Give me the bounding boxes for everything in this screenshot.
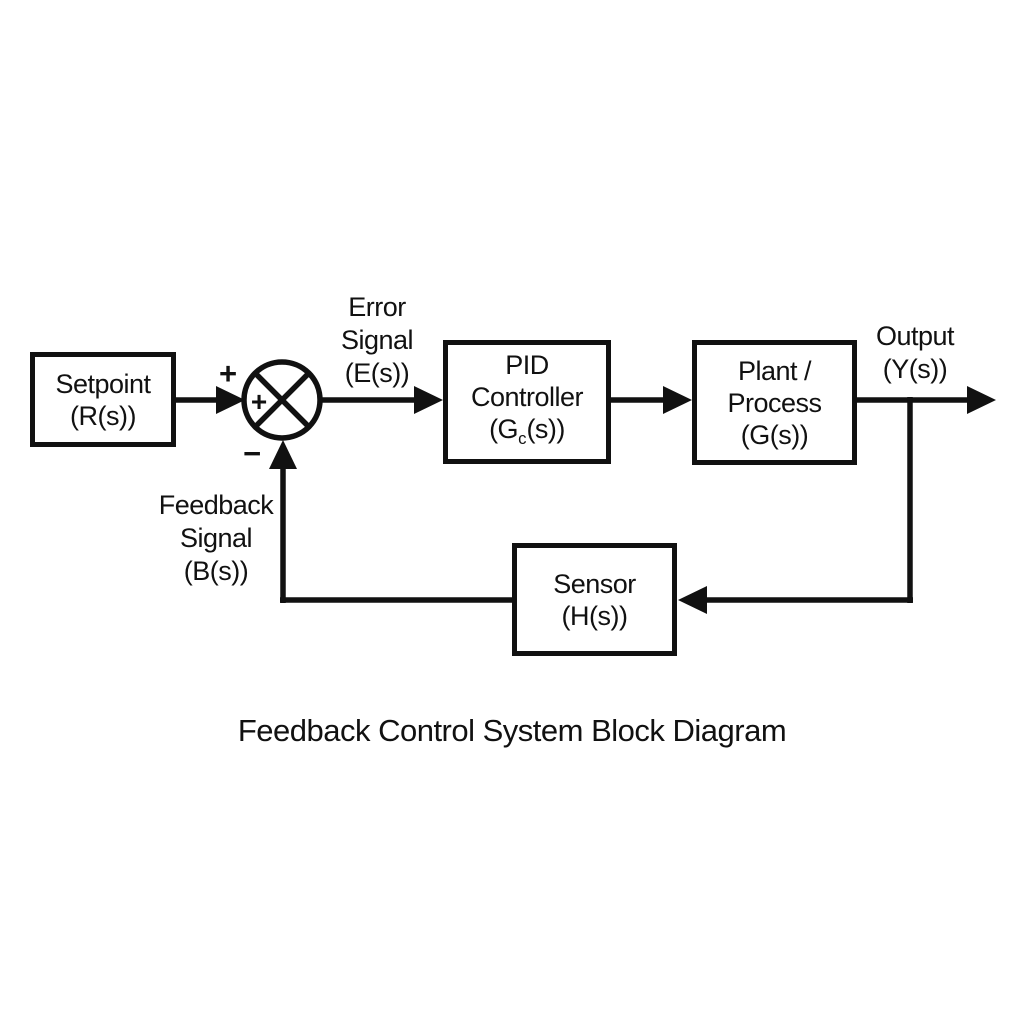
arrowhead-into-junction <box>216 386 245 414</box>
plant-block-label-line2: Process <box>727 387 822 418</box>
junction-plus-sign-inner: + <box>250 386 268 417</box>
feedback-signal-label: Feedback Signal (B(s)) <box>158 490 274 586</box>
summing-junction-cross <box>253 371 311 429</box>
pid-formula-subscript: c <box>518 428 527 448</box>
plant-block-label-line1: Plant / <box>737 355 812 386</box>
arrowhead-into-plant <box>663 386 692 414</box>
pid-controller-block: PID Controller (Gc(s)) <box>443 340 611 464</box>
output-signal-label: Output (Y(s)) <box>875 321 955 384</box>
error-signal-label: Error Signal (E(s)) <box>340 292 414 388</box>
arrowhead-into-pid <box>414 386 443 414</box>
sensor-block: Sensor (H(s)) <box>512 543 677 656</box>
pid-block-formula: (Gc(s)) <box>489 414 565 448</box>
setpoint-block: Setpoint (R(s)) <box>30 352 176 447</box>
arrowhead-output <box>967 386 996 414</box>
plant-block-label-line3: (G(s)) <box>740 419 809 450</box>
pid-block-label-line2: Controller <box>470 382 584 413</box>
sensor-block-label-line2: (H(s)) <box>561 600 628 631</box>
sensor-block-label-line1: Sensor <box>553 568 636 599</box>
junction-plus-sign-outer: + <box>218 356 238 391</box>
arrowhead-into-sensor <box>678 586 707 614</box>
junction-minus-sign: − <box>242 436 262 471</box>
arrowhead-feedback-into-junction <box>269 440 297 469</box>
pid-block-label-line1: PID <box>505 350 549 381</box>
setpoint-block-label-line2: (R(s)) <box>70 400 136 431</box>
plant-process-block: Plant / Process (G(s)) <box>692 340 857 465</box>
diagram-title: Feedback Control System Block Diagram <box>237 713 787 748</box>
setpoint-block-label-line1: Setpoint <box>55 368 151 399</box>
